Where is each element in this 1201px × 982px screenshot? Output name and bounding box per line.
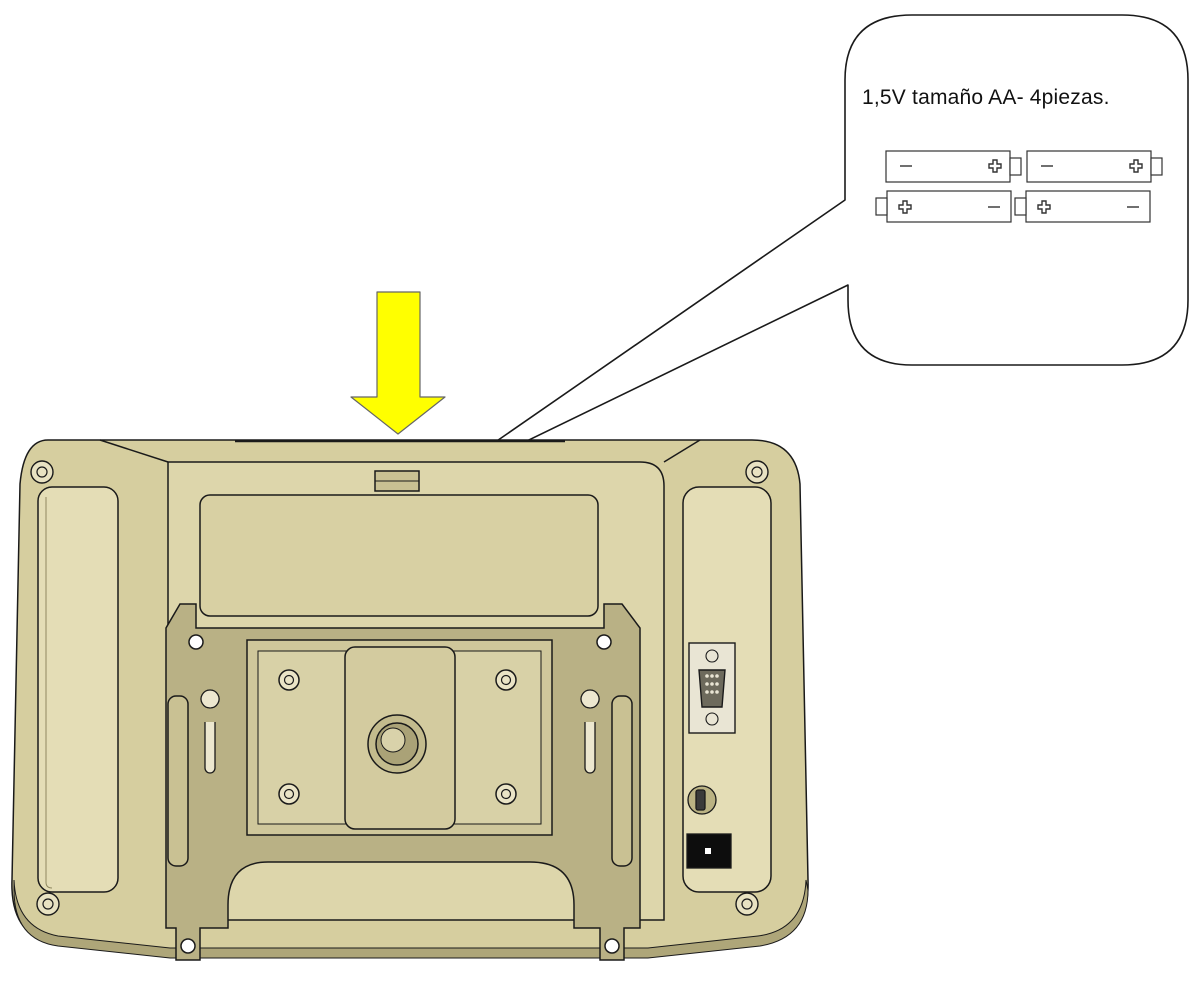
corner-screws [30, 460, 769, 916]
screw-icon [495, 783, 517, 805]
screw-icon [278, 783, 300, 805]
screw-icon [735, 892, 759, 916]
bracket-hole [188, 634, 204, 650]
switch-icon [687, 785, 717, 815]
callout-bubble [425, 14, 1189, 491]
screw-icon [30, 460, 54, 484]
center-boss [367, 714, 427, 774]
power-jack-icon [686, 833, 732, 869]
keyhole-left [200, 689, 220, 774]
screw-icon [278, 669, 300, 691]
keyhole-right [580, 689, 600, 774]
bracket-hole [604, 938, 620, 954]
serial-port-icon [688, 642, 736, 734]
battery-spec-label: 1,5V tamaño AA- 4piezas. [862, 86, 1110, 109]
arrow-down-icon [350, 291, 446, 435]
callout-shape [425, 14, 1189, 491]
screw-icon [495, 669, 517, 691]
left-grip [37, 486, 119, 893]
screw-icon [36, 892, 60, 916]
bracket-hole [180, 938, 196, 954]
bracket-hole [596, 634, 612, 650]
screw-icon [745, 460, 769, 484]
mount-plate [246, 639, 553, 836]
battery-icon [1014, 190, 1151, 223]
battery-terminals [898, 159, 1143, 214]
battery-compartment-cover [199, 470, 599, 617]
